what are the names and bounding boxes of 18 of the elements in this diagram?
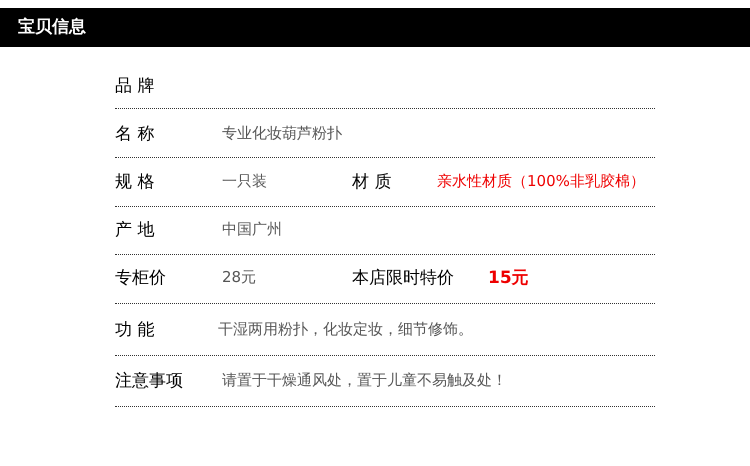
- field-value: 28元: [222, 270, 256, 285]
- field-value: 一只装: [222, 174, 267, 189]
- field-label: 注意事项: [115, 373, 183, 390]
- price-value: 15元: [488, 270, 529, 287]
- field-label: 本店限时特价: [352, 270, 454, 287]
- field-label: 产 地: [115, 222, 154, 239]
- field-label: 专柜价: [115, 270, 166, 287]
- field-label: 功 能: [115, 322, 154, 339]
- field-value: 干湿两用粉扑，化妆定妆，细节修饰。: [218, 322, 473, 337]
- field-label: 材 质: [352, 174, 392, 191]
- field-label: 规 格: [115, 174, 154, 191]
- field-value: 请置于干燥通风处，置于儿童不易触及处！: [222, 373, 507, 388]
- field-value: 专业化妆葫芦粉扑: [222, 126, 342, 141]
- field-label: 品 牌: [115, 78, 154, 95]
- title-text: 宝贝信息: [18, 19, 86, 36]
- field-value: 中国广州: [222, 222, 282, 237]
- field-value: 亲水性材质（100%非乳胶棉）: [437, 174, 645, 189]
- field-label: 名 称: [115, 126, 154, 143]
